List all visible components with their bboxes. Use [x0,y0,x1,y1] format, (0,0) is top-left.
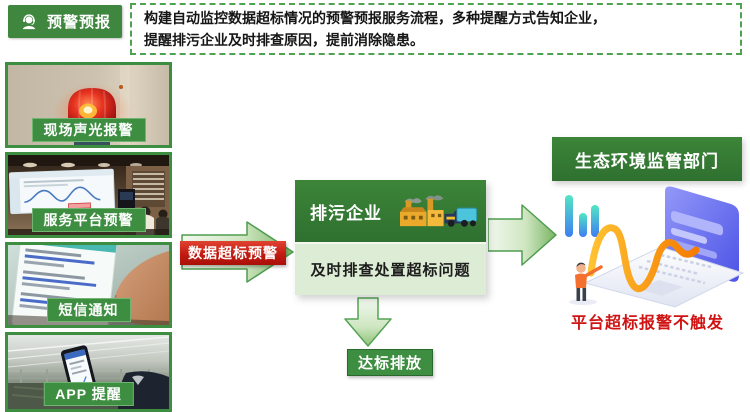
enterprise-header: 排污企业 [295,180,486,242]
photo-label-sms-notice: 短信通知 [46,298,131,322]
photo-sms-notice: 短信通知 [5,242,172,328]
photo-app-reminder: APP 提醒 [5,332,172,412]
badge-label: 预警预报 [46,14,111,31]
laptop-monitoring-illustration [565,186,745,308]
photo-label-onsite-alarm: 现场声光报警 [31,118,146,142]
regulator-box: 生态环境监管部门 [552,137,742,181]
photo-label-app-reminder: APP 提醒 [43,382,134,406]
photo-label-platform-warning: 服务平台预警 [31,208,146,232]
factory-icon [400,195,478,227]
enterprise-action-panel: 及时排查处置超标问题 [295,242,486,295]
enterprise-title: 排污企业 [310,203,382,223]
arrow-down-compliant [344,297,392,347]
enterprise-action-text: 及时排查处置超标问题 [310,262,471,279]
enterprise-box: 排污企业 及时排查处置超标问题 [295,180,486,295]
intro-line-2: 提醒排污企业及时排查原因，提前消除隐患。 [144,32,424,48]
arrow-right-regulator [488,204,557,266]
intro-text-box: 构建自动监控数据超标情况的预警预报服务流程，多种提醒方式告知企业， 提醒排污企业… [130,3,742,55]
photo-onsite-alarm: 现场声光报警 [5,62,172,148]
intro-line-1: 构建自动监控数据超标情况的预警预报服务流程，多种提醒方式告知企业， [144,10,606,26]
warning-forecast-badge: 预警预报 [8,5,122,38]
person-headset-icon [22,13,36,29]
data-exceed-alert-label: 数据超标预警 [180,241,286,265]
photo-platform-warning: 服务平台预警 [5,152,172,238]
compliant-discharge-box: 达标排放 [347,349,434,376]
platform-note-text: 平台超标报警不触发 [570,315,724,332]
